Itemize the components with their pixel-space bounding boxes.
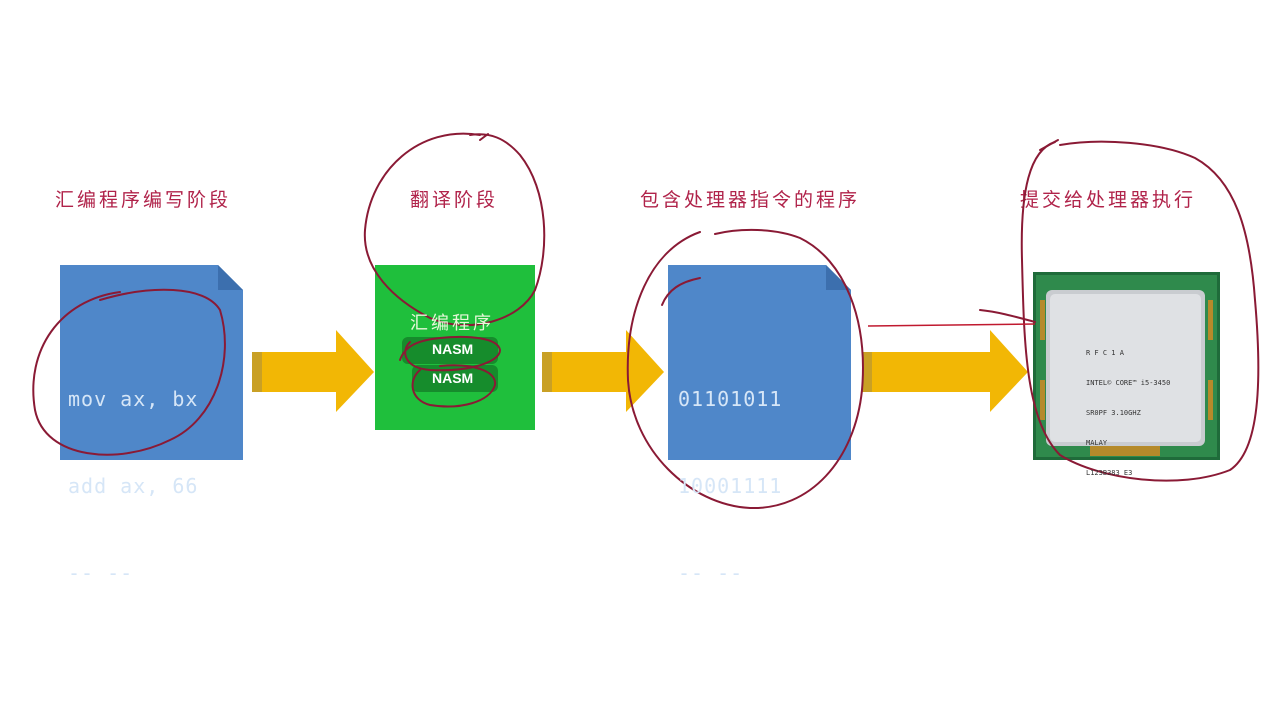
stage-label-translate: 翻译阶段 — [410, 189, 499, 211]
nasm-label: NASM — [432, 341, 474, 357]
code-line: mov ax, bx — [68, 387, 199, 411]
cpu-chip-image — [1033, 272, 1220, 460]
cpu-marking-line: L123B383 E3 — [1086, 469, 1133, 477]
code-line: -- -- — [678, 561, 744, 585]
source-document — [60, 265, 243, 460]
arrow-1 — [252, 330, 374, 412]
nasm-label: NASM — [432, 370, 474, 386]
stage-label-execute: 提交给处理器执行 — [1020, 189, 1197, 211]
machine-document — [668, 265, 851, 460]
code-line: 10001111 — [678, 474, 783, 498]
cpu-marking-line: R F C 1 A — [1086, 349, 1124, 357]
code-line: add ax, 66 — [68, 474, 199, 498]
stage-label-write: 汇编程序编写阶段 — [55, 189, 232, 211]
machine-code-block: 01101011 10001111 -- -- — [678, 327, 782, 617]
code-line: -- -- — [68, 561, 134, 585]
cpu-marking-line: SR0PF 3.10GHZ — [1086, 409, 1141, 417]
cpu-marking-line: MALAY — [1086, 439, 1108, 447]
cpu-markings: R F C 1 A INTEL© CORE™ i5-3450 SR0PF 3.1… — [1086, 328, 1170, 488]
translator-box-title: 汇编程序 — [410, 313, 494, 334]
code-line: 01101011 — [678, 387, 783, 411]
ink-annotations — [32, 132, 1260, 510]
stage-label-machine: 包含处理器指令的程序 — [640, 189, 861, 211]
cpu-marking-line: INTEL© CORE™ i5-3450 — [1086, 379, 1171, 387]
arrow-2 — [542, 330, 664, 412]
arrow-3 — [862, 330, 1028, 412]
source-code-block: mov ax, bx add ax, 66 -- -- — [68, 327, 198, 617]
